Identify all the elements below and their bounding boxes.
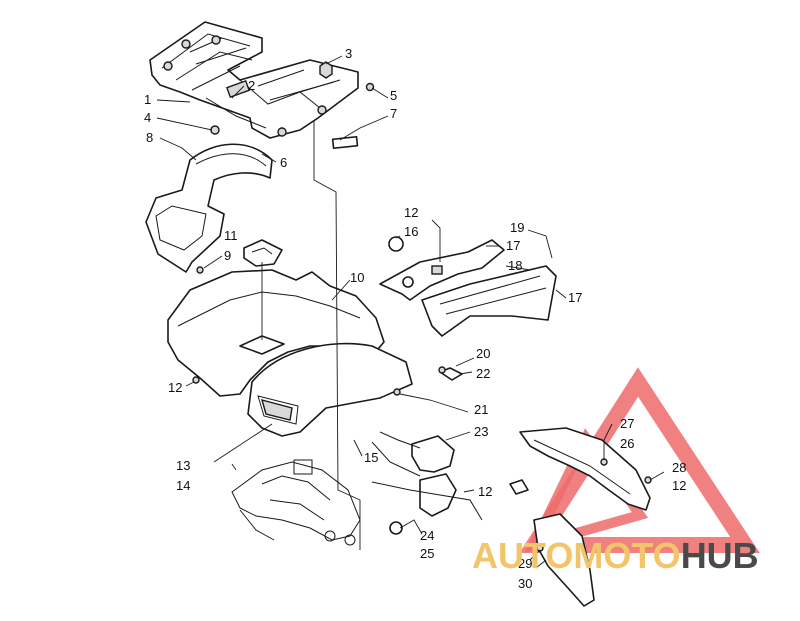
callout-24: 24 xyxy=(420,528,434,543)
callout-14: 14 xyxy=(176,478,190,493)
callout-11: 11 xyxy=(224,228,238,243)
callout-12-right: 12 xyxy=(672,478,686,493)
callout-12-mid: 12 xyxy=(478,484,492,499)
callout-12-top: 12 xyxy=(404,205,418,220)
callout-19: 19 xyxy=(510,220,524,235)
callout-2: 2 xyxy=(248,78,255,93)
callout-8: 8 xyxy=(146,130,153,145)
watermark-moto: MOTO xyxy=(573,535,680,576)
storage-cover xyxy=(243,239,283,267)
watermark-auto: AUTO xyxy=(472,535,573,576)
callout-23: 23 xyxy=(474,424,488,439)
rear-fender-extension xyxy=(145,143,273,274)
callout-7: 7 xyxy=(390,106,397,121)
mud-guard xyxy=(509,427,652,607)
rack-hardware xyxy=(319,61,375,150)
callout-6: 6 xyxy=(280,155,287,170)
callout-15: 15 xyxy=(364,450,378,465)
callout-4: 4 xyxy=(144,110,151,125)
watermark-hub: HUB xyxy=(681,535,759,576)
callout-25: 25 xyxy=(420,546,434,561)
callout-22: 22 xyxy=(476,366,490,381)
callout-17-right: 17 xyxy=(568,290,582,305)
callout-21: 21 xyxy=(474,402,488,417)
svg-text:AUTOMOTOHUB: AUTOMOTOHUB xyxy=(472,535,759,576)
callout-13: 13 xyxy=(176,458,190,473)
fastener-20-22 xyxy=(438,366,463,381)
callout-27: 27 xyxy=(620,416,634,431)
callout-labels: 1 2 3 4 5 6 7 8 9 10 11 12 16 17 18 19 1… xyxy=(144,46,686,591)
callout-16: 16 xyxy=(404,224,418,239)
callout-9: 9 xyxy=(224,248,231,263)
callout-26: 26 xyxy=(620,436,634,451)
watermark-text: AUTOMOTOHUB xyxy=(472,535,759,576)
callout-18: 18 xyxy=(508,258,522,273)
callout-30: 30 xyxy=(518,576,532,591)
frame-section xyxy=(231,459,403,546)
leader-lines xyxy=(156,55,665,569)
callout-10: 10 xyxy=(350,270,364,285)
mounting-bracket xyxy=(371,431,483,521)
rear-rack xyxy=(149,21,359,139)
callout-29: 29 xyxy=(518,556,532,571)
callout-1: 1 xyxy=(144,92,151,107)
callout-20: 20 xyxy=(476,346,490,361)
callout-12-left: 12 xyxy=(168,380,182,395)
callout-5: 5 xyxy=(390,88,397,103)
callout-28: 28 xyxy=(672,460,686,475)
callout-17-top: 17 xyxy=(506,238,520,253)
side-panel xyxy=(379,236,557,337)
callout-3: 3 xyxy=(345,46,352,61)
rear-fender-body xyxy=(167,269,413,437)
